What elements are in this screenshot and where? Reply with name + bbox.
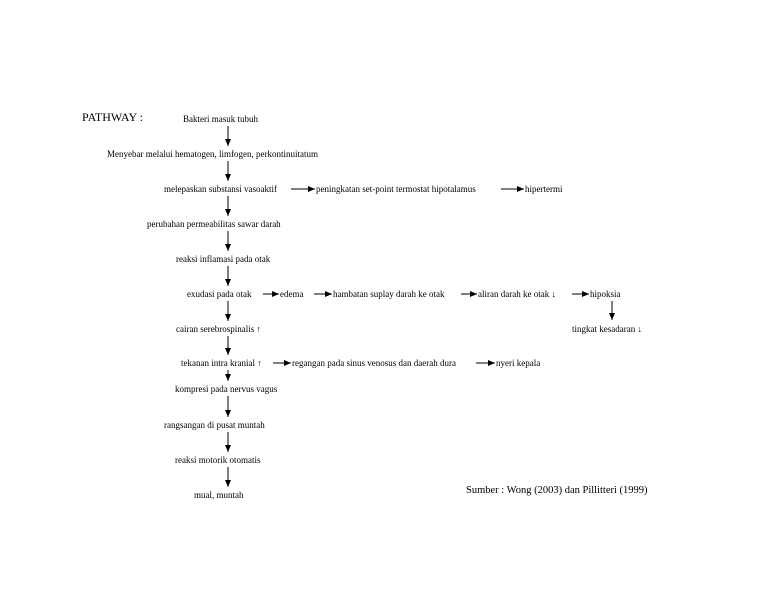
node-tingkat-kesadaran: tingkat kesadaran ↓ <box>572 324 642 334</box>
node-reaksi-motorik: reaksi motorik otomatis <box>175 455 261 465</box>
node-menyebar: Menyebar melalui hematogen, limfogen, pe… <box>107 149 318 159</box>
node-exudasi: exudasi pada otak <box>187 289 252 299</box>
node-nyeri-kepala: nyeri kepala <box>496 358 541 368</box>
node-permeabilitas: perubahan permeabilitas sawar darah <box>147 219 281 229</box>
node-cairan-serebrospinalis: cairan serebrospinalis ↑ <box>176 324 261 334</box>
node-hambatan-suplay: hambatan suplay darah ke otak <box>333 289 445 299</box>
node-mual-muntah: mual, muntah <box>194 490 244 500</box>
node-reaksi-inflamasi: reaksi inflamasi pada otak <box>176 254 271 264</box>
node-kompresi-vagus: kompresi pada nervus vagus <box>175 384 278 394</box>
node-substansi-vasoaktif: melepaskan substansi vasoaktif <box>164 184 277 194</box>
node-aliran-darah: aliran darah ke otak ↓ <box>478 289 556 299</box>
node-hipoksia: hipoksia <box>590 289 621 299</box>
source-citation: Sumber : Wong (2003) dan Pillitteri (199… <box>466 485 648 496</box>
node-set-point: peningkatan set-point termostat hipotala… <box>316 184 476 194</box>
node-hipertermi: hipertermi <box>525 184 563 194</box>
node-edema: edema <box>280 289 304 299</box>
page-title: PATHWAY : <box>82 110 144 124</box>
node-tekanan-intrakranial: tekanan intra kranial ↑ <box>181 358 262 368</box>
node-regangan: regangan pada sinus venosus dan daerah d… <box>292 358 456 368</box>
node-bakteri-masuk: Bakteri masuk tubuh <box>183 114 258 124</box>
node-rangsangan-muntah: rangsangan di pusat muntah <box>164 420 265 430</box>
